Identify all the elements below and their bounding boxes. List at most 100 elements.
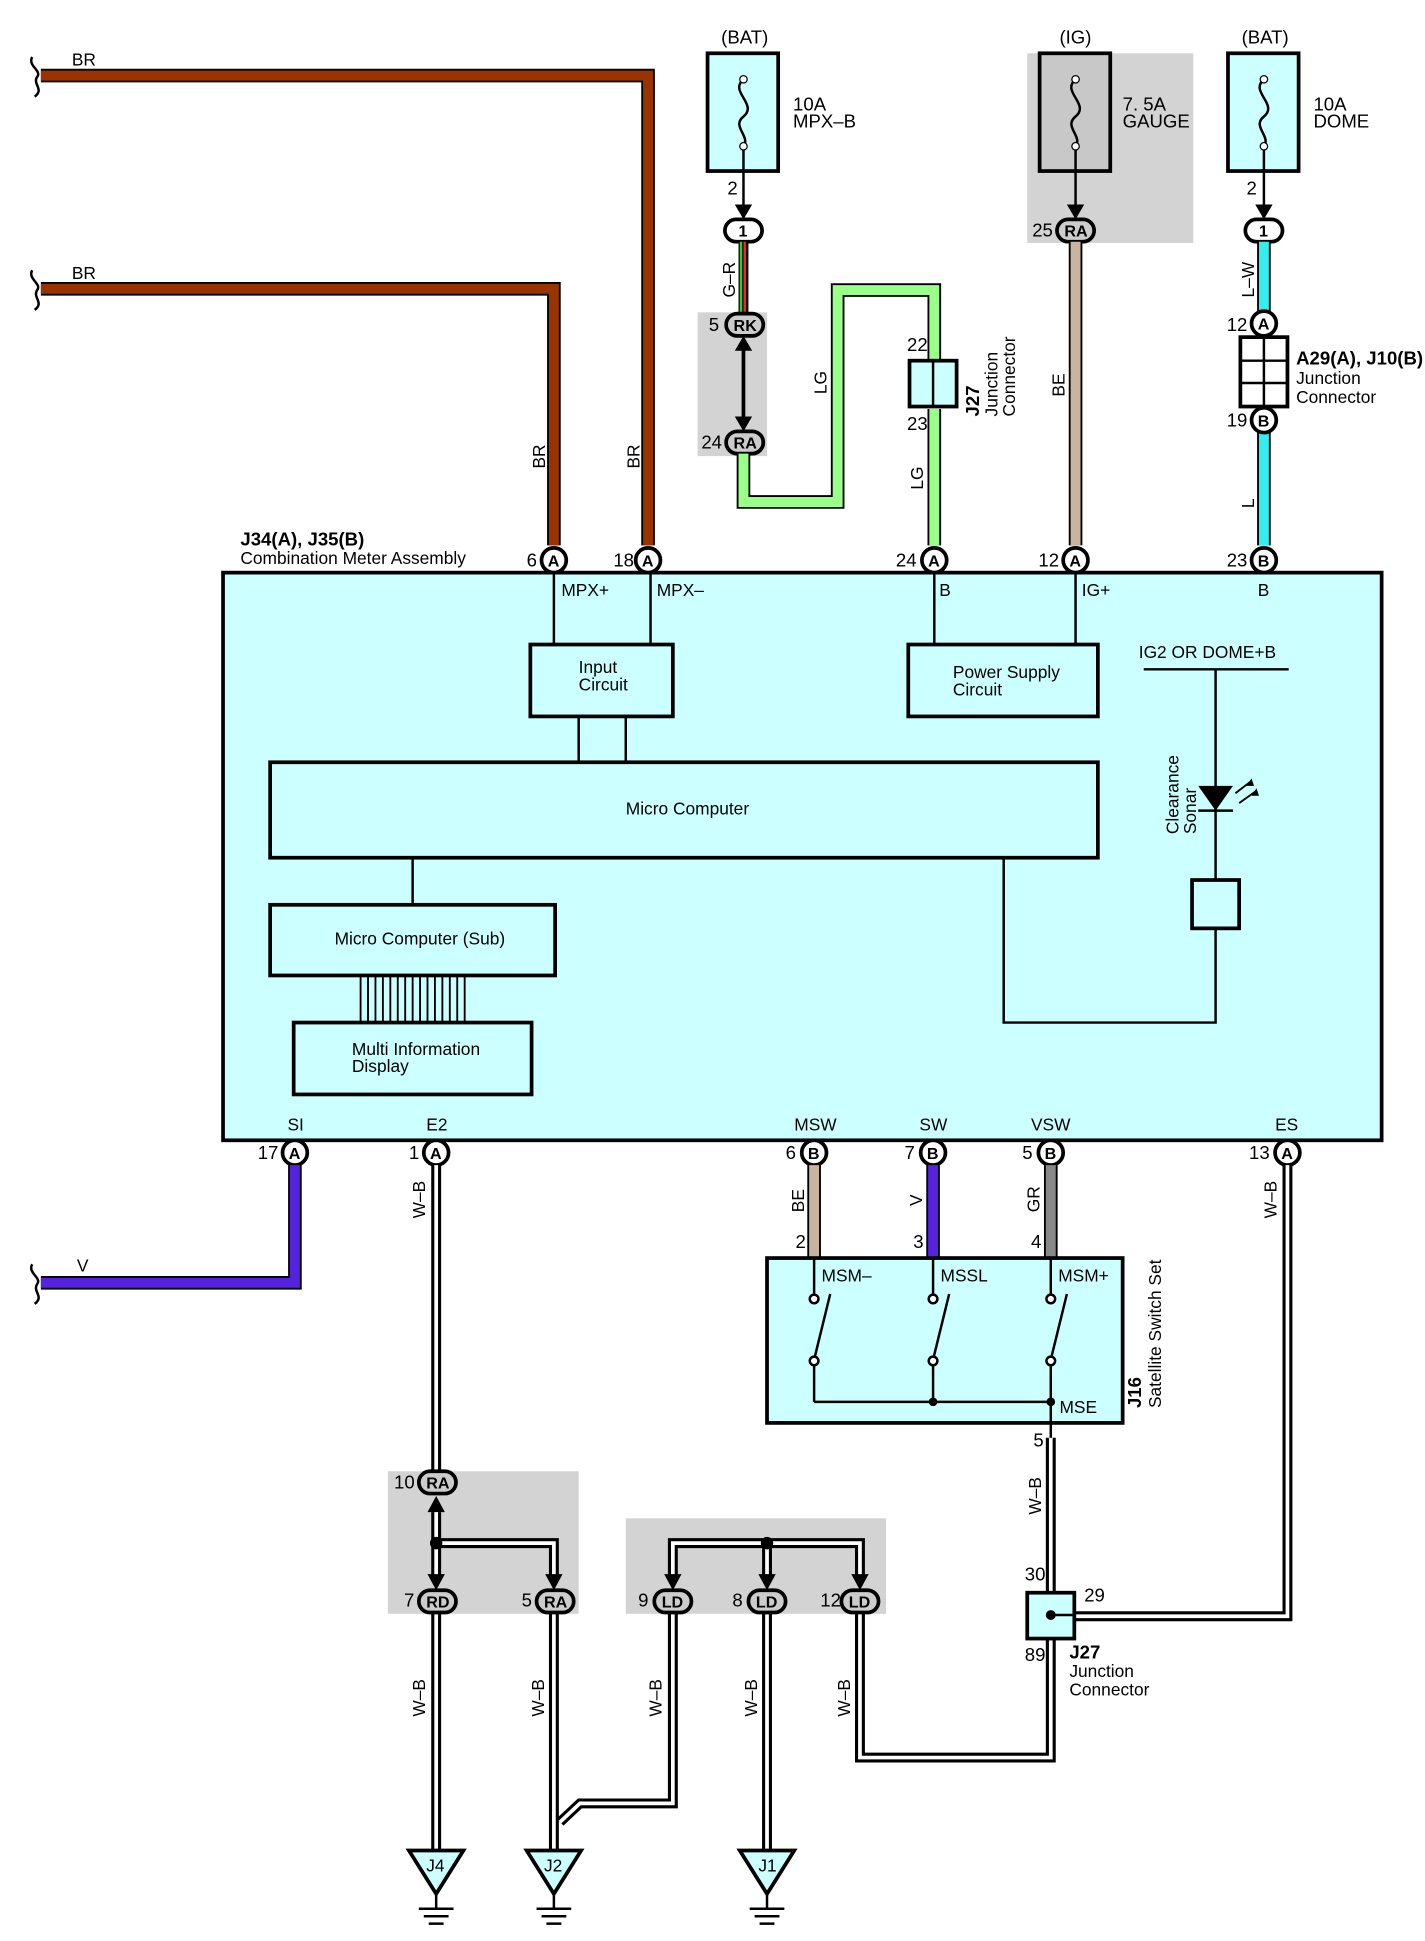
svg-text:B: B: [939, 580, 951, 600]
gr-wire: [738, 241, 749, 313]
svg-text:5: 5: [709, 314, 719, 335]
wire-label-gray: GR: [1024, 1186, 1044, 1212]
satellite-switch-set: 2 3 4 MSM– MSSL MSM+ MSE 5 J16 Satellite…: [765, 1231, 1165, 1450]
svg-text:Junction: Junction: [982, 352, 1002, 417]
svg-text:(IG): (IG): [1059, 26, 1091, 47]
svg-text:13: 13: [1249, 1142, 1270, 1163]
svg-text:1: 1: [409, 1142, 419, 1163]
svg-text:B: B: [1045, 1145, 1057, 1163]
wire-label-wb-5: W–B: [528, 1679, 548, 1717]
svg-text:RA: RA: [426, 1475, 450, 1493]
ground-j1-icon: J1: [736, 1848, 798, 1925]
input-circuit-label-2: Circuit: [579, 674, 628, 694]
svg-text:RD: RD: [426, 1594, 449, 1612]
svg-text:SW: SW: [919, 1114, 948, 1134]
svg-text:7. 5A: 7. 5A: [1123, 93, 1167, 114]
switch-wires: [807, 1165, 1058, 1259]
wire-label-l: L: [1238, 498, 1258, 508]
svg-text:A: A: [1258, 316, 1270, 334]
splice-ld: 9 LD 8 LD 12 LD: [638, 1536, 881, 1615]
svg-text:J27: J27: [1069, 1641, 1100, 1662]
micro-computer-sub-box: [268, 902, 557, 978]
svg-text:2: 2: [1247, 178, 1257, 199]
multi-info-display-label-1: Multi Information: [352, 1039, 480, 1059]
ig2-label: IG2 OR DOME+B: [1139, 642, 1276, 662]
svg-text:E2: E2: [426, 1114, 447, 1134]
svg-text:19: 19: [1227, 409, 1248, 430]
wire-label-gr: G–R: [719, 262, 739, 298]
fuse-gauge: (IG) 7. 5A GAUGE 25 RA: [1032, 26, 1190, 244]
svg-text:12: 12: [1227, 314, 1248, 335]
svg-text:6: 6: [527, 549, 537, 570]
svg-text:Connector: Connector: [999, 336, 1019, 416]
svg-text:SI: SI: [287, 1114, 303, 1134]
svg-text:10A: 10A: [1313, 93, 1347, 114]
svg-text:23: 23: [1227, 549, 1248, 570]
lg-wire: [736, 283, 942, 546]
svg-text:Satellite Switch Set: Satellite Switch Set: [1145, 1259, 1165, 1408]
svg-text:A: A: [1281, 1145, 1293, 1163]
svg-text:A: A: [289, 1145, 301, 1163]
multi-info-display-label-2: Display: [352, 1056, 409, 1076]
svg-text:A: A: [548, 552, 560, 570]
fuse-mpxb: (BAT) 10A MPX–B 2 1: [705, 26, 856, 244]
wire-label-br-4: BR: [623, 444, 643, 468]
wb-wires: [431, 1165, 1293, 1860]
svg-text:29: 29: [1084, 1584, 1105, 1605]
mid-bus-lines: [359, 975, 466, 1023]
svg-text:B: B: [1258, 552, 1270, 570]
svg-text:7: 7: [404, 1589, 414, 1610]
svg-text:5: 5: [1022, 1142, 1032, 1163]
svg-text:MPX–B: MPX–B: [793, 111, 856, 132]
junction-j27-top: 22 23 J27 Junction Connector: [907, 334, 1019, 434]
wire-label-lw: L–W: [1238, 261, 1258, 297]
svg-text:B: B: [1258, 412, 1270, 430]
svg-text:24: 24: [701, 432, 722, 453]
svg-text:23: 23: [907, 413, 928, 434]
connector-ra-24: 24 RA: [701, 429, 766, 456]
svg-text:7: 7: [905, 1142, 915, 1163]
svg-text:10A: 10A: [793, 93, 827, 114]
power-supply-box: [906, 642, 1100, 719]
meter-title: Combination Meter Assembly: [240, 548, 466, 568]
svg-text:2: 2: [796, 1231, 806, 1252]
wire-label-v-1: V: [77, 1256, 89, 1276]
micro-computer-label: Micro Computer: [626, 798, 750, 818]
v-wire: [29, 1165, 302, 1305]
meter-id: J34(A), J35(B): [240, 528, 364, 549]
splice-ra-rd: 10 RA 7 RD 5 RA: [394, 1469, 576, 1615]
svg-text:VSW: VSW: [1031, 1114, 1071, 1134]
svg-text:89: 89: [1025, 1644, 1046, 1665]
svg-text:30: 30: [1025, 1563, 1046, 1584]
svg-text:LD: LD: [849, 1594, 870, 1612]
svg-text:B: B: [927, 1145, 939, 1163]
br-wire-1: [29, 56, 655, 546]
svg-text:17: 17: [258, 1142, 279, 1163]
svg-text:1: 1: [739, 223, 748, 241]
wire-label-br-1: BR: [72, 50, 96, 70]
svg-text:GAUGE: GAUGE: [1123, 111, 1190, 132]
svg-text:J4: J4: [426, 1856, 445, 1876]
wire-label-be-2: BE: [788, 1189, 808, 1212]
micro-computer-box: [268, 760, 1100, 860]
junction-a29-j10: 12 A B 19 A29(A), J10(B) Junction Connec…: [1227, 309, 1423, 435]
svg-text:25: 25: [1032, 220, 1053, 241]
svg-text:5: 5: [1033, 1429, 1043, 1450]
wire-label-lg-2: LG: [907, 466, 927, 489]
svg-text:MSSL: MSSL: [941, 1266, 989, 1286]
svg-text:LD: LD: [756, 1594, 777, 1612]
svg-text:MSE: MSE: [1059, 1397, 1097, 1417]
power-supply-label-2: Circuit: [953, 679, 1002, 699]
svg-text:MPX–: MPX–: [657, 580, 705, 600]
sonar-label-1: Clearance: [1162, 755, 1182, 834]
svg-text:1: 1: [1259, 223, 1268, 241]
power-supply-label-1: Power Supply: [953, 662, 1060, 682]
svg-text:MSW: MSW: [794, 1114, 837, 1134]
svg-text:10: 10: [394, 1472, 415, 1493]
fuse-dome: (BAT) 10A DOME 2 1: [1226, 26, 1369, 244]
svg-text:RA: RA: [1064, 223, 1088, 241]
svg-text:ES: ES: [1275, 1114, 1298, 1134]
wire-label-wb-7: W–B: [741, 1679, 761, 1717]
svg-text:22: 22: [907, 334, 928, 355]
svg-text:18: 18: [613, 549, 634, 570]
